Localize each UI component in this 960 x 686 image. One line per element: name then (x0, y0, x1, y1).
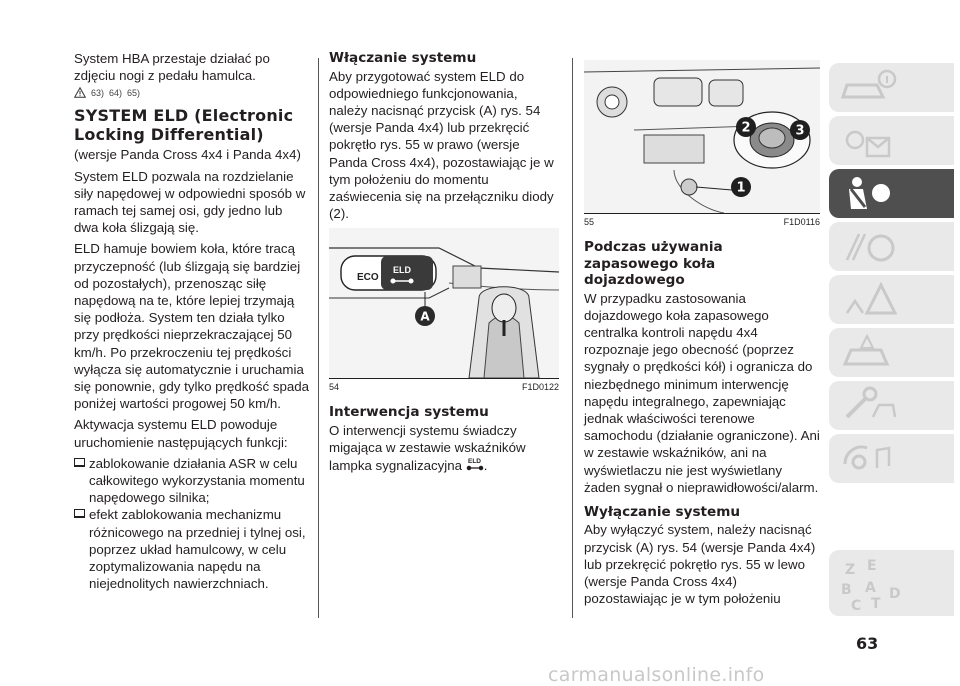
tab-dashboard[interactable] (829, 116, 954, 165)
svg-text:A: A (865, 580, 876, 596)
eco-label: ECO (357, 272, 379, 283)
svg-text:2: 2 (741, 121, 750, 136)
column-right: 2 3 1 55 F1D0116 Podczas używania zapaso… (584, 50, 820, 607)
heading-spare-wheel: Podczas używania zapasowego koła dojazdo… (584, 239, 723, 288)
figure-code: F1D0116 (783, 217, 820, 227)
svg-text:ELD: ELD (468, 458, 481, 465)
svg-text:1: 1 (736, 181, 745, 196)
bullet-text-1: zablokowanie działania ASR w celu całkow… (89, 455, 305, 506)
section-title-eld: SYSTEM ELD (Electronic Locking Different… (74, 106, 294, 145)
figure-54-image: ECO ELD A (329, 228, 559, 380)
bullet-icon (74, 457, 85, 467)
bullet-icon (74, 509, 85, 519)
tab-starting-driving[interactable] (829, 222, 954, 271)
eld-label: ELD (393, 265, 412, 275)
eld-paragraph-1: System ELD pozwala na rozdzielanie siły … (74, 168, 306, 236)
svg-text:T: T (871, 596, 881, 612)
hba-intro-text: System HBA przestaje działać po zdjęciu … (74, 51, 270, 84)
eld-lamp-icon: ELD (466, 458, 483, 471)
spare-wheel-text: W przypadku zastosowania dojazdowego koł… (584, 290, 820, 495)
bullet-text-2: efekt zablokowania mechanizmu różnicoweg… (89, 507, 306, 592)
eld-paragraph-2: ELD hamuje bowiem koła, które tracą przy… (74, 241, 310, 412)
figure-55-caption: 55 F1D0116 (584, 217, 820, 227)
wrench-car-icon (845, 386, 897, 419)
ref-64[interactable]: 64) (109, 87, 123, 98)
page-number: 63 (856, 634, 879, 653)
svg-text:E: E (867, 558, 877, 574)
warning-triangle-icon (845, 281, 897, 315)
svg-text:C: C (851, 598, 861, 614)
tab-safety[interactable] (829, 169, 954, 218)
column-divider (572, 58, 573, 618)
disabling-text: Aby wyłączyć system, należy nacisnąć prz… (584, 522, 816, 607)
ref-63[interactable]: 63) (91, 87, 105, 98)
svg-text:B: B (841, 582, 852, 598)
figure-number: 55 (584, 217, 595, 227)
tab-maintenance[interactable] (829, 381, 954, 430)
tab-multimedia[interactable] (829, 434, 954, 483)
list-item: efekt zablokowania mechanizmu różnicoweg… (74, 506, 310, 592)
figure-code: F1D0122 (521, 382, 559, 393)
heading-disabling: Wyłączanie systemu (584, 503, 741, 520)
satellite-music-icon (843, 445, 891, 470)
car-emergency-icon (842, 333, 890, 366)
steering-wheel-icon (845, 233, 895, 262)
eld-paragraph-3: Aktywacja systemu ELD powoduje uruchomie… (74, 417, 288, 450)
heading-enabling: Włączanie systemu (329, 50, 477, 66)
seatbelt-airbag-icon (849, 177, 890, 209)
svg-text:3: 3 (795, 124, 804, 139)
column-divider (318, 58, 319, 618)
version-note: (wersje Panda Cross 4x4 i Panda 4x4) (74, 147, 301, 163)
heading-intervention: Interwencja systemu (329, 404, 489, 421)
warning-refs: 63) 64) 65) (74, 87, 310, 99)
ref-65[interactable]: 65) (127, 87, 141, 98)
column-left: System HBA przestaje działać po zdjęciu … (74, 50, 310, 592)
intervention-text: O interwencji systemu świadczy migająca … (329, 422, 526, 474)
tab-warning-lights[interactable] (829, 275, 954, 324)
tab-emergency[interactable] (829, 328, 954, 377)
svg-text:D: D (889, 586, 901, 602)
figure-54-caption: 54 F1D0122 (329, 382, 559, 392)
tab-car-info[interactable] (829, 63, 954, 112)
watermark: carmanualsonline.info (548, 664, 765, 686)
list-item: zablokowanie działania ASR w celu całkow… (74, 455, 310, 507)
marker-a: A (420, 310, 430, 324)
dashboard-lights-icon (845, 130, 891, 158)
car-info-icon (840, 69, 897, 99)
column-middle: Włączanie systemu Aby przygotować system… (329, 50, 559, 474)
enabling-text: Aby przygotować system ELD do odpowiedni… (329, 68, 554, 222)
figure-number: 54 (329, 382, 340, 393)
warning-triangle-icon (74, 87, 86, 99)
figure-55-image: 2 3 1 (584, 60, 820, 214)
svg-text:Z: Z (845, 562, 855, 578)
